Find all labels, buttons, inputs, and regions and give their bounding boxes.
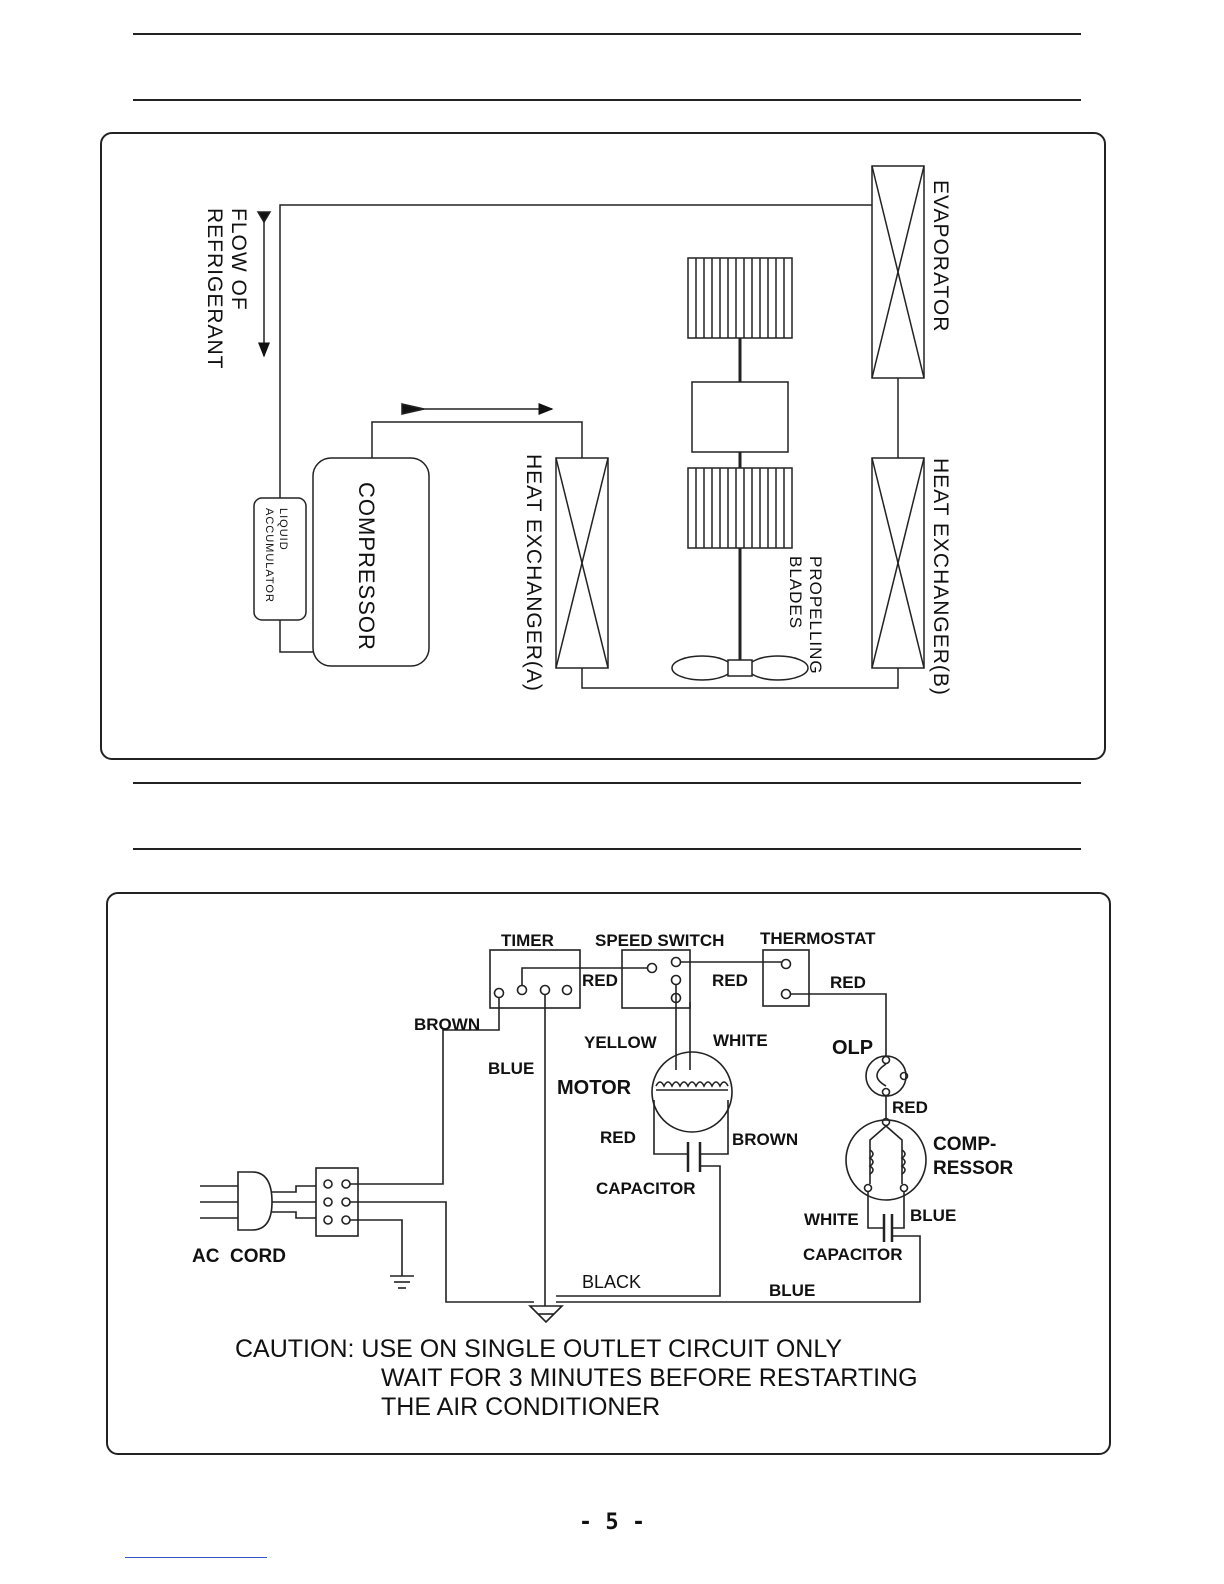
wire-white-label-2: WHITE: [804, 1210, 859, 1229]
wire-blue-label-1: BLUE: [488, 1059, 534, 1078]
accumulator-label-line1: LIQUID: [277, 508, 289, 551]
wire-red-label-1: RED: [582, 971, 618, 990]
heat-exchanger-b-label: HEAT EXCHANGER(B): [929, 458, 952, 696]
compressor-symbol: [845, 1119, 927, 1201]
page-number: - 5 -: [578, 1510, 646, 1535]
capacitor-label-2: CAPACITOR: [803, 1245, 903, 1264]
compressor-label-line2: RESSOR: [933, 1158, 1014, 1179]
pipe-compressor-to-exchanger-a: [371, 421, 583, 458]
pipe-evaporator-to-accumulator: [279, 204, 872, 498]
evaporator-label: EVAPORATOR: [929, 180, 952, 332]
evaporator-coil: [871, 165, 925, 379]
speed-switch-label: SPEED SWITCH: [595, 931, 724, 950]
heat-exchanger-b-coil: [871, 457, 925, 669]
wire-brown-label-1: BROWN: [414, 1015, 480, 1034]
wire-red-label-3: RED: [830, 973, 866, 992]
blades-label-line1: PROPELLING: [806, 556, 825, 675]
thermostat-label: THERMOSTAT: [760, 929, 876, 948]
wire-blue-label-3: BLUE: [769, 1281, 815, 1300]
wire-brown-label-2: BROWN: [732, 1130, 798, 1149]
wiring-diagram: [200, 949, 927, 1324]
caution-line-3: THE AIR CONDITIONER: [381, 1393, 660, 1421]
wiring-diagram-panel: [106, 892, 1111, 1455]
compressor-label: COMPRESSOR: [354, 482, 379, 651]
wire-red-label-4: RED: [600, 1128, 636, 1147]
motor-label: MOTOR: [557, 1077, 632, 1099]
accumulator-label-line2: ACCUMULATOR: [263, 508, 275, 603]
capacitor-label-1: CAPACITOR: [596, 1179, 696, 1198]
wire-white-label-1: WHITE: [713, 1031, 768, 1050]
blades-label-line2: BLADES: [786, 556, 805, 629]
ac-plug: [237, 1171, 273, 1231]
upper-blower-wheel: [687, 257, 793, 339]
wire-yellow-label: YELLOW: [584, 1033, 658, 1052]
footer-link-underline[interactable]: [125, 1557, 267, 1558]
heat-exchanger-a-coil: [555, 457, 609, 669]
wire-black-label: BLACK: [582, 1272, 641, 1292]
liquid-accumulator: [253, 497, 307, 621]
flow-arrow-horizontal-tail: [401, 403, 425, 415]
timer-label: TIMER: [501, 931, 554, 950]
top-rule-1: [133, 33, 1081, 35]
fan-motor: [691, 381, 789, 453]
compressor-label-line1: COMP-: [933, 1134, 996, 1155]
flow-arrow-tail: [256, 211, 272, 224]
propeller: [671, 655, 809, 681]
caution-line-2: WAIT FOR 3 MINUTES BEFORE RESTARTING: [381, 1364, 918, 1392]
refrigerant-flow-panel: [100, 132, 1106, 760]
flow-label-line1: FLOW OF: [227, 208, 250, 311]
olp-label: OLP: [832, 1037, 873, 1059]
caution-line-1: CAUTION: USE ON SINGLE OUTLET CIRCUIT ON…: [235, 1335, 842, 1363]
flow-label-line2: REFRIGERANT: [203, 208, 226, 370]
compressor-body: [312, 457, 430, 667]
pipe-accumulator-to-compressor: [279, 620, 313, 653]
refrigerant-flow-diagram: [253, 165, 925, 689]
ac-cord-label: AC CORD: [192, 1246, 286, 1267]
timer-box: [489, 949, 581, 1009]
pipe-exchanger-a-to-b: [581, 668, 899, 689]
mid-rule-2: [133, 848, 1081, 850]
wire-red-label-2: RED: [712, 971, 748, 990]
top-rule-2: [133, 99, 1081, 101]
wire-red-label-5: RED: [892, 1098, 928, 1117]
speed-switch-box: [621, 949, 691, 1009]
heat-exchanger-a-label: HEAT EXCHANGER(A): [522, 454, 545, 692]
mid-rule-1: [133, 782, 1081, 784]
motor-symbol: [651, 1051, 733, 1133]
thermostat-box: [762, 949, 810, 1007]
lower-blower-wheel: [687, 467, 793, 549]
wire-blue-label-2: BLUE: [910, 1206, 956, 1225]
